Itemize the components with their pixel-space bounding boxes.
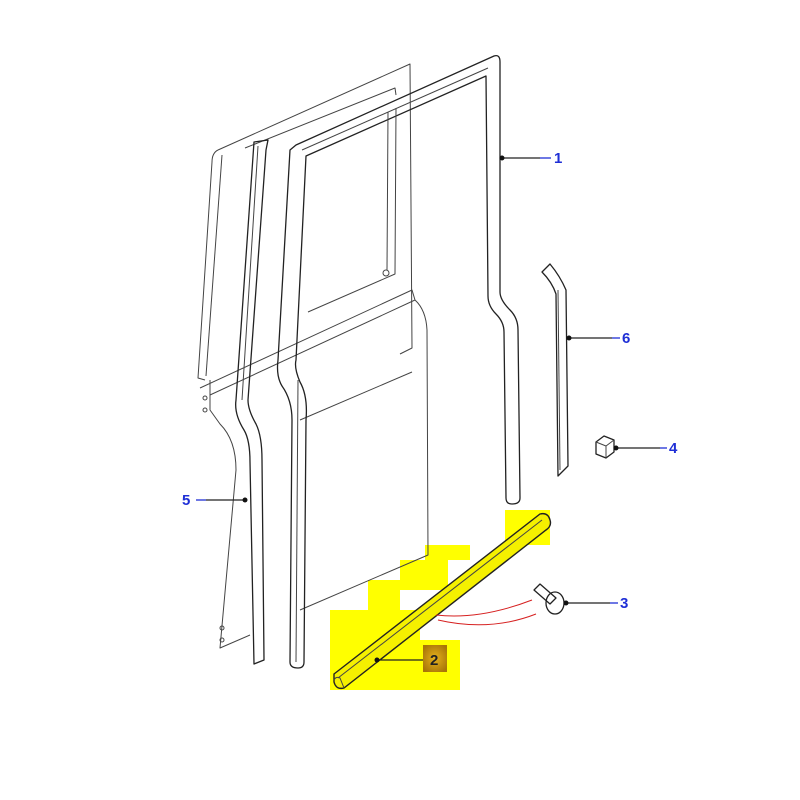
callout-label-5: 5 (182, 492, 190, 509)
selected-badge (423, 645, 447, 672)
callout-3[interactable]: 3 (563, 595, 629, 612)
callout-5[interactable]: 5 (182, 492, 248, 509)
callout-label-4: 4 (669, 440, 678, 457)
part-5-vertical-seal[interactable] (235, 139, 269, 665)
callout-label-3: 3 (620, 595, 628, 612)
door-inner-panel (199, 269, 429, 649)
callout-label-1: 1 (554, 150, 562, 167)
part-1-frame-seal[interactable] (276, 54, 521, 669)
door-glass-panel (197, 63, 413, 381)
callout-1[interactable]: 1 (499, 150, 563, 167)
callout-label-6: 6 (622, 330, 630, 347)
callout-4[interactable]: 4 (613, 440, 679, 457)
part-2-sill-seal[interactable] (333, 512, 552, 690)
fitting-line (435, 599, 533, 617)
part-6-trim-strip[interactable] (541, 263, 569, 477)
part-3-fastener[interactable] (533, 583, 565, 615)
fitting-line (437, 613, 537, 626)
part-4-clip[interactable] (595, 435, 615, 459)
callout-6[interactable]: 6 (566, 330, 631, 347)
callout-2[interactable]: 2 (374, 645, 448, 672)
callout-label-2: 2 (430, 652, 438, 669)
